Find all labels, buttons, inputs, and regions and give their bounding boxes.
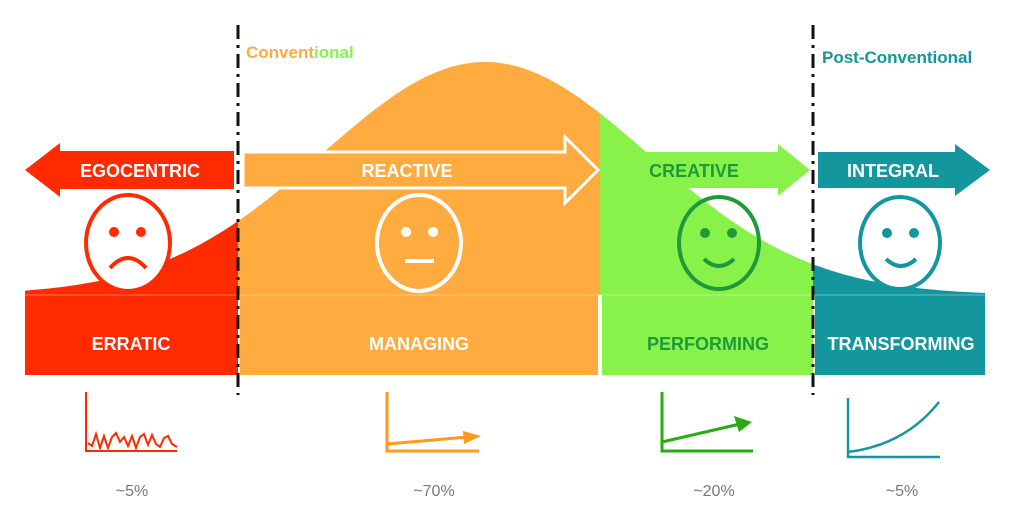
svg-text:CREATIVE: CREATIVE	[649, 161, 739, 181]
stage-box-erratic	[25, 295, 238, 375]
stage-box-transforming	[815, 295, 985, 375]
arrow-egocentric: EGOCENTRIC	[25, 143, 234, 197]
arrow-reactive: REACTIVE	[241, 133, 601, 207]
share-performing: ~20%	[693, 483, 734, 500]
post-conventional-heading: Post-Conventional	[822, 48, 972, 67]
exponential-chart-icon	[846, 398, 940, 459]
smiling-face-icon-transforming	[858, 195, 942, 291]
sad-face-icon	[84, 193, 172, 293]
stage-label-managing: MANAGING	[369, 334, 469, 354]
share-managing: ~70%	[413, 483, 454, 500]
share-erratic: ~5%	[116, 483, 148, 500]
stage-box-performing	[602, 295, 813, 375]
smiling-face-icon-performing	[677, 195, 761, 291]
stage-box-managing	[240, 295, 598, 375]
share-transforming: ~5%	[886, 483, 918, 500]
svg-text:REACTIVE: REACTIVE	[361, 161, 452, 181]
slow-growth-chart-icon	[385, 392, 481, 453]
arrow-creative: CREATIVE	[602, 144, 810, 196]
stage-label-performing: PERFORMING	[647, 334, 769, 354]
erratic-line-chart-icon	[85, 392, 178, 452]
growth-chart-icon	[660, 392, 753, 453]
bell-curve-transforming-region	[813, 264, 985, 295]
conventional-heading: Conventional	[246, 43, 354, 62]
neutral-face-icon	[375, 193, 463, 293]
svg-text:INTEGRAL: INTEGRAL	[847, 161, 939, 181]
stage-label-erratic: ERRATIC	[92, 334, 171, 354]
svg-text:EGOCENTRIC: EGOCENTRIC	[80, 161, 200, 181]
arrow-integral: INTEGRAL	[818, 144, 990, 196]
stage-label-transforming: TRANSFORMING	[828, 334, 975, 354]
bell-curve-erratic-region	[25, 221, 238, 295]
